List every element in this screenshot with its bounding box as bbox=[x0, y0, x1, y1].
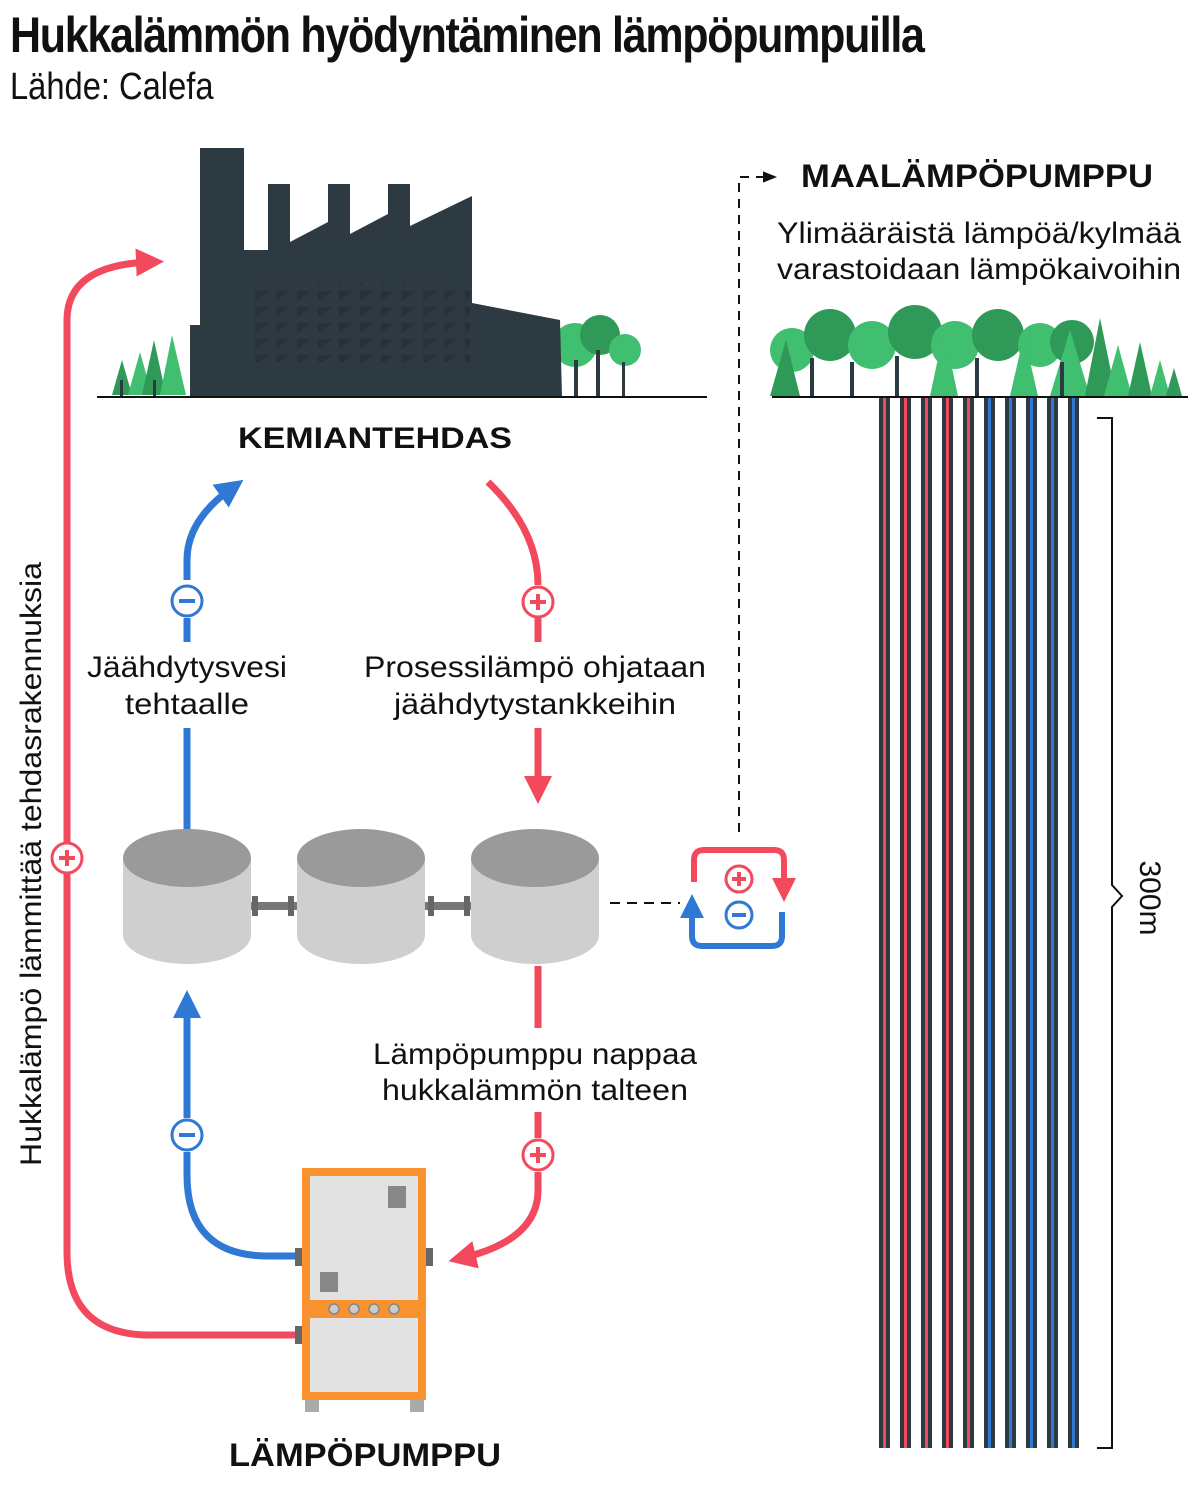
geothermal-wells bbox=[879, 398, 1079, 1448]
well-1 bbox=[879, 398, 890, 1448]
page-title: Hukkalämmön hyödyntäminen lämpöpumpuilla bbox=[10, 7, 925, 63]
minus-icon bbox=[170, 584, 204, 618]
plus-icon bbox=[50, 841, 84, 875]
ground-pump-description-1: Ylimääräistä lämpöä/kylmää bbox=[777, 217, 1181, 250]
well-9 bbox=[1047, 398, 1058, 1448]
process-heat-label-1: Prosessilämpö ohjataan bbox=[364, 651, 706, 684]
exchanger-ground-pump-dashed-line bbox=[738, 171, 777, 832]
trees-factory-right bbox=[553, 315, 641, 396]
waste-heat-label-2: hukkalämmön talteen bbox=[382, 1074, 688, 1107]
minus-icon bbox=[724, 900, 754, 930]
waste-heat-arrow-bottom bbox=[448, 1172, 542, 1269]
trees-left bbox=[112, 335, 186, 396]
well-6 bbox=[984, 398, 995, 1448]
cooling-tanks bbox=[123, 829, 599, 964]
tank-2 bbox=[297, 829, 425, 964]
plus-icon bbox=[521, 1138, 555, 1172]
heat-exchanger-icon bbox=[680, 847, 796, 949]
minus-icon bbox=[170, 1118, 204, 1152]
heat-pump-label: LÄMPÖPUMPPU bbox=[229, 1437, 501, 1473]
well-5 bbox=[963, 398, 974, 1448]
cooling-water-label-1: Jäähdytysvesi bbox=[87, 651, 287, 684]
depth-bracket bbox=[1097, 417, 1124, 1449]
well-3 bbox=[921, 398, 932, 1448]
waste-heat-label-1: Lämpöpumppu nappaa bbox=[373, 1038, 697, 1071]
cooling-return-line-bottom bbox=[183, 1152, 298, 1260]
ground-pump-description-2: varastoidaan lämpökaivoihin bbox=[777, 253, 1181, 286]
building-heat-loop bbox=[63, 248, 295, 1339]
factory-label: KEMIANTEHDAS bbox=[238, 422, 512, 455]
process-heat-label-2: jäähdytystankkeihin bbox=[393, 688, 676, 721]
well-7 bbox=[1005, 398, 1016, 1448]
trees-ground-site bbox=[770, 305, 1182, 396]
well-10 bbox=[1068, 398, 1079, 1448]
plus-icon bbox=[521, 585, 555, 619]
well-2 bbox=[900, 398, 911, 1448]
factory-illustration bbox=[97, 148, 707, 398]
well-4 bbox=[942, 398, 953, 1448]
tank-3 bbox=[471, 829, 599, 964]
heat-pump-gauges bbox=[328, 1303, 400, 1315]
process-heat-line-top bbox=[485, 479, 542, 586]
ground-pump-label: MAALÄMPÖPUMPPU bbox=[801, 158, 1153, 194]
heat-pump-unit bbox=[295, 1168, 433, 1412]
tank-1 bbox=[123, 829, 251, 964]
plus-icon bbox=[724, 864, 754, 894]
building-heat-label: Hukkalämpö lämmittää tehdasrakennuksia bbox=[15, 562, 48, 1166]
depth-label: 300m bbox=[1133, 860, 1166, 935]
source-label: Lähde: Calefa bbox=[10, 66, 214, 108]
cooling-water-arrow-top bbox=[183, 479, 244, 580]
well-8 bbox=[1026, 398, 1037, 1448]
cooling-water-label-2: tehtaalle bbox=[125, 688, 249, 721]
